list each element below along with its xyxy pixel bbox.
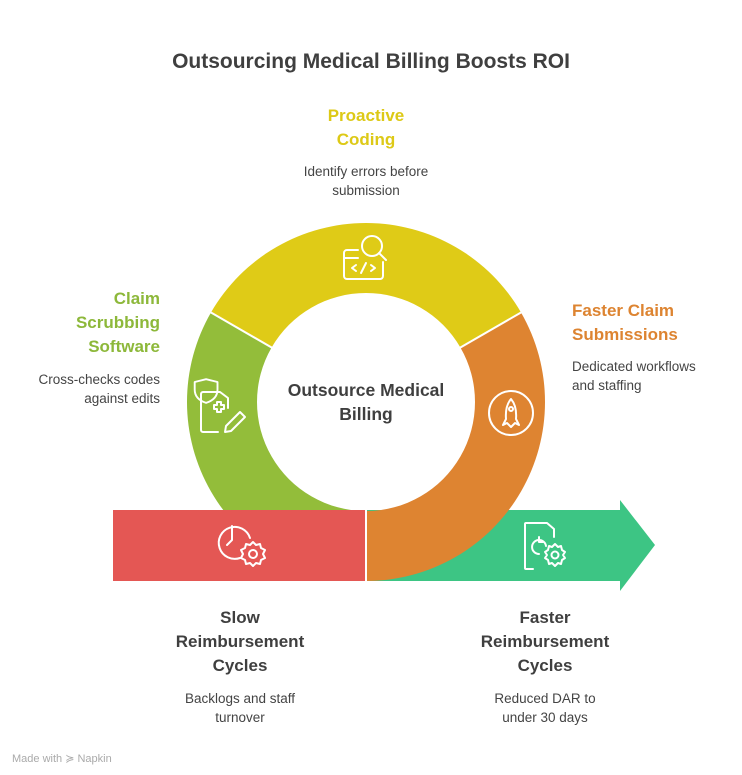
title-line: Faster xyxy=(519,608,571,627)
title-line: Proactive xyxy=(327,106,405,125)
center-line: Billing xyxy=(339,404,393,424)
proactive-coding-desc: Identify errors before submission xyxy=(266,162,466,200)
slow-cycles-desc: Backlogs and staff turnover xyxy=(140,689,340,727)
desc-line: turnover xyxy=(215,710,265,725)
faster-cycles-title: Faster Reimbursement Cycles xyxy=(445,606,645,678)
segment-proactive-coding xyxy=(210,223,522,348)
title-line: Faster Claim xyxy=(572,301,675,320)
slow-cycles-title: Slow Reimbursement Cycles xyxy=(140,606,340,678)
rocket-icon xyxy=(488,390,534,436)
claim-scrubbing-desc: Cross-checks codes against edits xyxy=(0,370,160,408)
title-line: Claim xyxy=(113,289,160,308)
desc-line: Backlogs and staff xyxy=(184,691,296,706)
slow-cycles-bar xyxy=(113,510,366,581)
claim-scrubbing-title: Claim Scrubbing Software xyxy=(0,287,160,359)
title-line: Reimbursement xyxy=(480,632,610,651)
faster-submissions-desc: Dedicated workflows and staffing xyxy=(572,357,696,395)
title-line: Slow xyxy=(220,608,260,627)
document-clock-gear-icon xyxy=(524,522,566,570)
separator xyxy=(209,311,273,349)
faster-cycles-desc: Reduced DAR to under 30 days xyxy=(445,689,645,727)
code-search-icon xyxy=(343,235,387,280)
title-line: Software xyxy=(88,337,160,356)
desc-line: against edits xyxy=(84,391,160,406)
diagram-title: Outsourcing Medical Billing Boosts ROI xyxy=(172,50,570,73)
title-line: Cycles xyxy=(517,656,573,675)
title-line: Coding xyxy=(336,130,396,149)
faster-submissions-title: Faster Claim Submissions xyxy=(572,299,678,347)
desc-line: submission xyxy=(332,183,400,198)
desc-line: Dedicated workflows xyxy=(572,359,696,374)
title-line: Scrubbing xyxy=(75,313,160,332)
clock-gear-icon xyxy=(217,525,266,567)
separator xyxy=(459,311,523,349)
desc-line: Reduced DAR to xyxy=(494,691,596,706)
desc-line: and staffing xyxy=(572,378,642,393)
napkin-footer: Made with ≽ Napkin xyxy=(12,753,112,765)
title-line: Submissions xyxy=(572,325,678,344)
shield-edit-icon xyxy=(193,378,246,433)
title-line: Cycles xyxy=(212,656,268,675)
center-line: Outsource Medical xyxy=(287,380,445,400)
desc-line: under 30 days xyxy=(502,710,588,725)
proactive-coding-title: Proactive Coding xyxy=(266,104,466,152)
desc-line: Cross-checks codes xyxy=(38,372,160,387)
center-label: Outsource Medical Billing xyxy=(266,378,466,426)
desc-line: Identify errors before xyxy=(303,164,429,179)
title-line: Reimbursement xyxy=(175,632,305,651)
segment-faster-submissions xyxy=(366,312,545,581)
